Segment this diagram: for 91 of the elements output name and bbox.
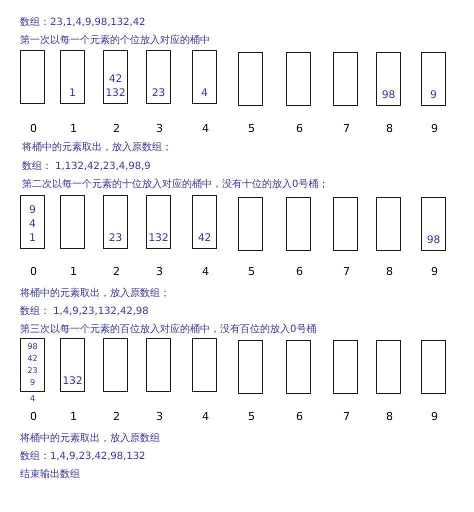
bucket-value: 1 — [29, 233, 36, 244]
bucket-number: 0 — [29, 410, 38, 423]
bucket-value: 23 — [152, 88, 166, 99]
bucket-number: 5 — [247, 410, 256, 423]
caption-text: 第三次以每一个元素的百位放入对应的桶中，没有百位的放入0号桶 — [20, 323, 316, 336]
caption-text: 将桶中的元素取出，放入原数组 — [20, 432, 160, 445]
bucket-box — [20, 195, 45, 249]
bucket-value: 42 — [198, 233, 212, 244]
bucket-number: 7 — [342, 122, 351, 135]
bucket-box — [286, 340, 311, 394]
bucket-box — [20, 50, 45, 104]
bucket-number: 7 — [342, 265, 351, 278]
caption-text: 第一次以每一个元素的个位放入对应的桶中 — [20, 34, 210, 47]
bucket-box — [146, 195, 171, 249]
bucket-value: 42 — [108, 74, 122, 85]
bucket-box — [333, 340, 358, 394]
bucket-box — [333, 197, 358, 251]
bucket-number: 1 — [69, 265, 78, 278]
caption-text: 数组： 1,132,42,23,4,98,9 — [22, 160, 151, 173]
bucket-number: 6 — [295, 265, 304, 278]
bucket-box — [20, 338, 45, 392]
bucket-number: 3 — [155, 122, 164, 135]
bucket-box — [286, 52, 311, 106]
bucket-box — [376, 197, 401, 251]
caption-text: 结束输出数组 — [20, 468, 80, 481]
bucket-value: 9 — [29, 205, 36, 216]
bucket-number: 9 — [430, 410, 439, 423]
bucket-number: 6 — [295, 122, 304, 135]
bucket-number: 1 — [69, 410, 78, 423]
bucket-box — [421, 340, 446, 394]
bucket-number: 2 — [112, 265, 121, 278]
bucket-box — [146, 50, 171, 104]
bucket-box — [103, 338, 128, 392]
bucket-number: 7 — [342, 410, 351, 423]
bucket-value: 132 — [105, 88, 126, 99]
bucket-box — [238, 52, 263, 106]
bucket-box — [286, 197, 311, 251]
bucket-number: 3 — [155, 410, 164, 423]
bucket-value: 132 — [148, 233, 169, 244]
bucket-value: 132 — [62, 376, 83, 387]
bucket-number: 2 — [112, 410, 121, 423]
bucket-box — [103, 50, 128, 104]
bucket-box — [376, 52, 401, 106]
bucket-number: 2 — [112, 122, 121, 135]
bucket-value: 42 — [27, 354, 38, 363]
bucket-value: 23 — [108, 233, 122, 244]
bucket-value: 4 — [28, 394, 36, 403]
bucket-number: 5 — [247, 265, 256, 278]
caption-text: 将桶中的元素取出，放入原数组； — [20, 287, 170, 300]
bucket-box — [376, 340, 401, 394]
bucket-value: 1 — [69, 88, 76, 99]
bucket-box — [60, 195, 85, 249]
bucket-value: 9 — [30, 378, 36, 387]
bucket-value: 98 — [382, 90, 396, 101]
bucket-value: 4 — [29, 219, 36, 230]
bucket-number: 9 — [430, 265, 439, 278]
caption-text: 第二次以每一个元素的十位放入对应的桶中，没有十位的放入0号桶； — [22, 178, 328, 191]
bucket-number: 9 — [430, 122, 439, 135]
bucket-box — [421, 52, 446, 106]
bucket-box — [103, 195, 128, 249]
bucket-box — [238, 197, 263, 251]
bucket-box — [60, 338, 85, 392]
bucket-box — [192, 50, 217, 104]
bucket-number: 0 — [29, 265, 38, 278]
bucket-number: 4 — [201, 265, 210, 278]
bucket-number: 5 — [247, 122, 256, 135]
caption-text: 数组： 1,4,9,23,132,42,98 — [20, 305, 149, 318]
bucket-box — [192, 338, 217, 392]
bucket-number: 4 — [201, 122, 210, 135]
bucket-number: 1 — [69, 122, 78, 135]
bucket-number: 8 — [385, 122, 394, 135]
bucket-number: 0 — [29, 122, 38, 135]
bucket-number: 8 — [385, 265, 394, 278]
bucket-number: 3 — [155, 265, 164, 278]
bucket-box — [238, 340, 263, 394]
caption-text: 将桶中的元素取出，放入原数组； — [22, 141, 172, 154]
bucket-value: 98 — [426, 235, 440, 246]
bucket-number: 4 — [201, 410, 210, 423]
caption-text: 数组：1,4,9,23,42,98,132 — [20, 450, 146, 463]
bucket-box — [146, 338, 171, 392]
bucket-box — [192, 195, 217, 249]
bucket-box — [333, 52, 358, 106]
bucket-value: 98 — [27, 342, 38, 351]
bucket-value: 9 — [430, 90, 437, 101]
bucket-number: 6 — [295, 410, 304, 423]
bucket-box — [421, 197, 446, 251]
bucket-number: 8 — [385, 410, 394, 423]
bucket-value: 4 — [201, 88, 208, 99]
caption-text: 数组：23,1,4,9,98,132,42 — [20, 16, 146, 29]
bucket-value: 23 — [27, 366, 38, 375]
bucket-box — [60, 50, 85, 104]
